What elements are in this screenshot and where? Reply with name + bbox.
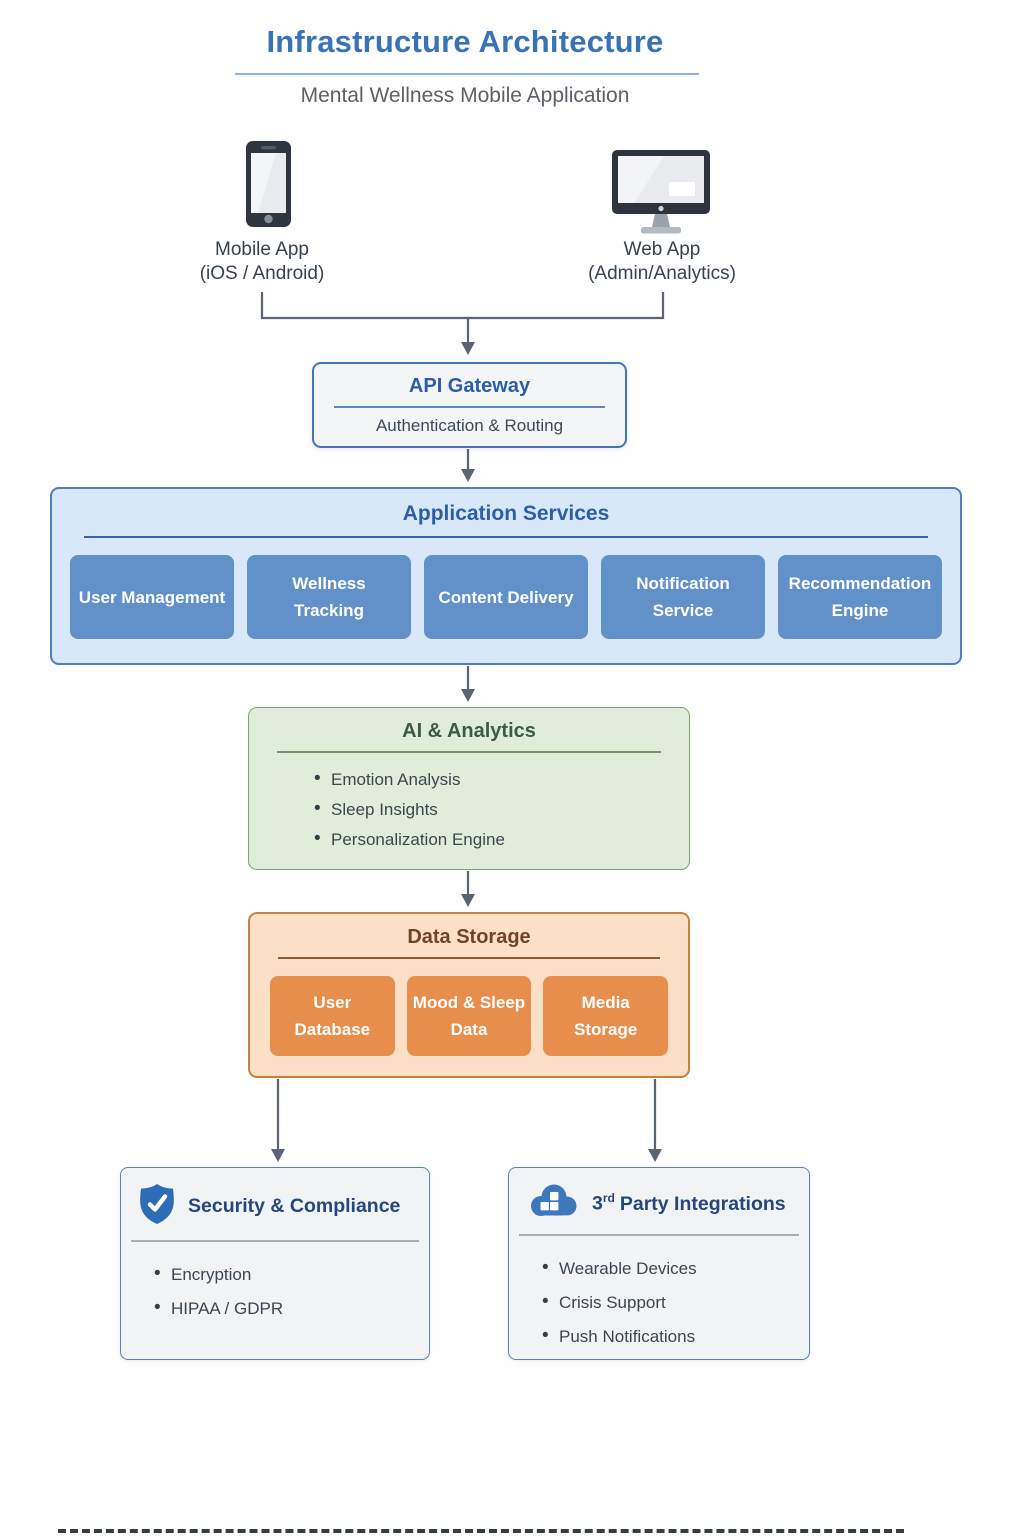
ai-analytics-node: AI & Analytics Emotion Analysis Sleep In… xyxy=(248,707,690,870)
integrations-title-number: 3 xyxy=(592,1192,603,1215)
api-gateway-divider xyxy=(334,406,605,408)
data-storage-node: Data Storage User Database Mood & Sleep … xyxy=(248,912,690,1078)
api-gateway-title: API Gateway xyxy=(408,375,531,397)
application-services-divider xyxy=(84,536,928,538)
third-party-integrations-node: 3rd Party Integrations Wearable Devices C… xyxy=(508,1167,810,1360)
security-list: Encryption HIPAA / GDPR xyxy=(154,1257,429,1326)
api-gateway-node: API Gateway Authentication & Routing xyxy=(312,362,627,448)
mobile-client-platforms: (iOS / Android) xyxy=(199,263,325,284)
storage-tiles-row: User Database Mood & Sleep Data Media St… xyxy=(250,959,688,1056)
mobile-client-name: Mobile App xyxy=(214,239,310,260)
security-item-encryption: Encryption xyxy=(154,1257,429,1292)
security-compliance-node: Security & Compliance Encryption HIPAA /… xyxy=(120,1167,430,1360)
integration-item-crisis-support: Crisis Support xyxy=(542,1285,809,1320)
storage-tile-mood-sleep-data: Mood & Sleep Data xyxy=(406,975,532,1056)
security-title: Security & Compliance xyxy=(188,1195,401,1217)
ai-analytics-divider xyxy=(277,751,661,753)
web-client-purpose: (Admin/Analytics) xyxy=(588,263,736,284)
api-gateway-subtitle: Authentication & Routing xyxy=(375,416,564,435)
integrations-title-rest: Party Integrations xyxy=(619,1192,786,1215)
integrations-divider xyxy=(519,1234,799,1236)
bottom-dashed-rule xyxy=(58,1529,904,1533)
service-tile-recommendation-engine: Recommendation Engine xyxy=(778,555,942,639)
shield-check-icon xyxy=(139,1183,175,1230)
data-storage-title: Data Storage xyxy=(407,926,531,948)
integrations-list: Wearable Devices Crisis Support Push Not… xyxy=(542,1251,809,1354)
security-header: Security & Compliance xyxy=(121,1168,429,1230)
title-divider xyxy=(235,73,699,75)
smartphone-icon xyxy=(246,141,291,232)
storage-tile-user-database: User Database xyxy=(270,975,395,1056)
ai-analytics-title: AI & Analytics xyxy=(402,720,536,742)
application-services-title: Application Services xyxy=(402,502,610,525)
page-title: Infrastructure Architecture xyxy=(266,24,664,59)
service-tile-content-delivery: Content Delivery xyxy=(424,555,588,639)
service-tile-notification-service: Notification Service xyxy=(601,555,765,639)
web-client-label: Web App (Admin/Analytics) xyxy=(588,238,736,286)
application-services-node: Application Services User Management Wel… xyxy=(50,487,962,665)
cloud-apps-icon xyxy=(527,1183,579,1224)
integration-item-wearable-devices: Wearable Devices xyxy=(542,1251,809,1286)
service-tiles-row: User Management Wellness Tracking Conten… xyxy=(52,538,960,639)
service-tile-user-management: User Management xyxy=(70,555,234,639)
integration-item-push-notifications: Push Notifications xyxy=(542,1319,809,1354)
web-client-name: Web App xyxy=(623,239,701,260)
page-subtitle: Mental Wellness Mobile Application xyxy=(300,84,630,107)
storage-tile-media-storage: Media Storage xyxy=(543,975,669,1056)
security-item-hipaa-gdpr: HIPAA / GDPR xyxy=(154,1291,429,1326)
desktop-icon xyxy=(612,150,710,241)
ai-item-emotion-analysis: Emotion Analysis xyxy=(314,764,689,795)
security-divider xyxy=(131,1240,419,1242)
mobile-client-label: Mobile App (iOS / Android) xyxy=(200,238,325,286)
integrations-title-ordinal: rd xyxy=(602,1191,615,1206)
ai-analytics-list: Emotion Analysis Sleep Insights Personal… xyxy=(314,764,689,855)
ai-item-personalization-engine: Personalization Engine xyxy=(314,824,689,855)
ai-item-sleep-insights: Sleep Insights xyxy=(314,794,689,825)
service-tile-wellness-tracking: Wellness Tracking xyxy=(247,555,411,639)
integrations-title: 3rd Party Integrations xyxy=(592,1191,786,1216)
integrations-header: 3rd Party Integrations xyxy=(509,1168,809,1224)
data-storage-divider xyxy=(278,957,660,959)
